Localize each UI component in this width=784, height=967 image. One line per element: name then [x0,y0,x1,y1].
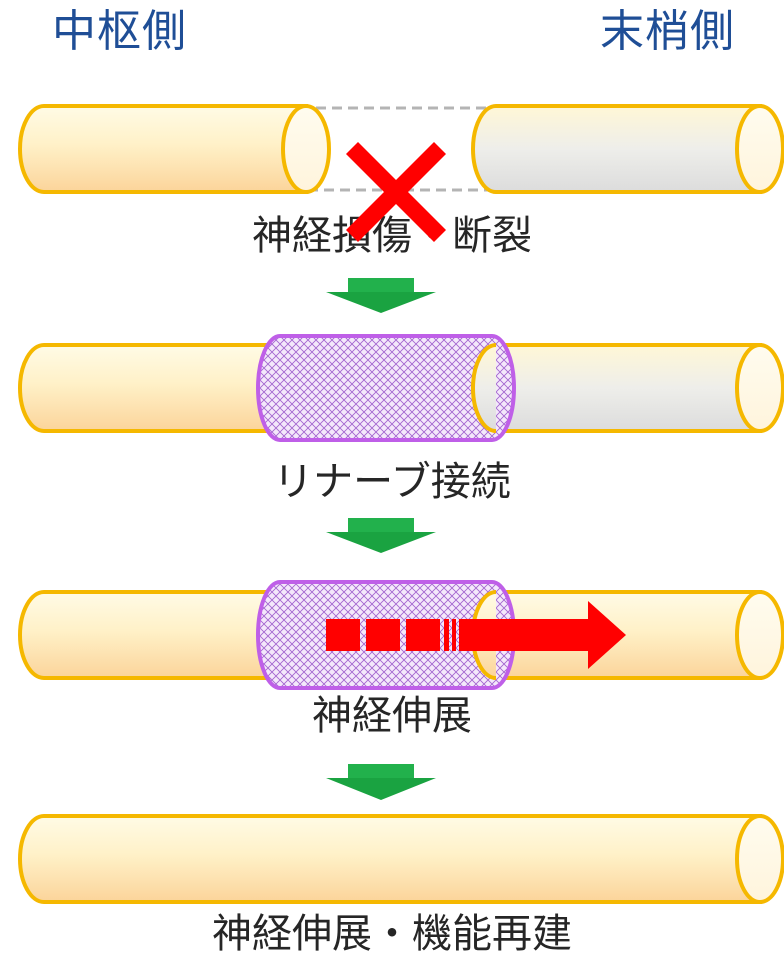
step-label-injury: 神経損傷・断裂 [252,213,532,259]
restored-nerve [18,814,784,904]
distal-nerve [498,590,784,680]
distal-side-label: 末梢側 [600,6,735,57]
proximal-nerve [18,590,292,680]
distal-nerve-stump [471,104,784,194]
nerve-conduit [256,334,516,442]
growth-arrow-icon [326,601,626,669]
down-arrow-icon [326,764,436,800]
down-arrow-icon [326,278,436,313]
down-arrow-icon [326,518,436,553]
cross-mark-icon [345,141,447,243]
proximal-nerve-stump [18,104,331,194]
step-label-extension: 神経伸展 [312,693,472,739]
proximal-side-label: 中枢側 [52,6,187,57]
row-extension [18,580,784,690]
row-injury [18,104,784,194]
distal-nerve-cap [471,343,497,433]
row-restored [18,814,784,904]
step-label-conduit: リナーブ接続 [273,459,511,505]
proximal-nerve [18,343,292,433]
step-label-restoration: 神経伸展・機能再建 [212,911,572,957]
row-conduit-connection [18,334,784,442]
